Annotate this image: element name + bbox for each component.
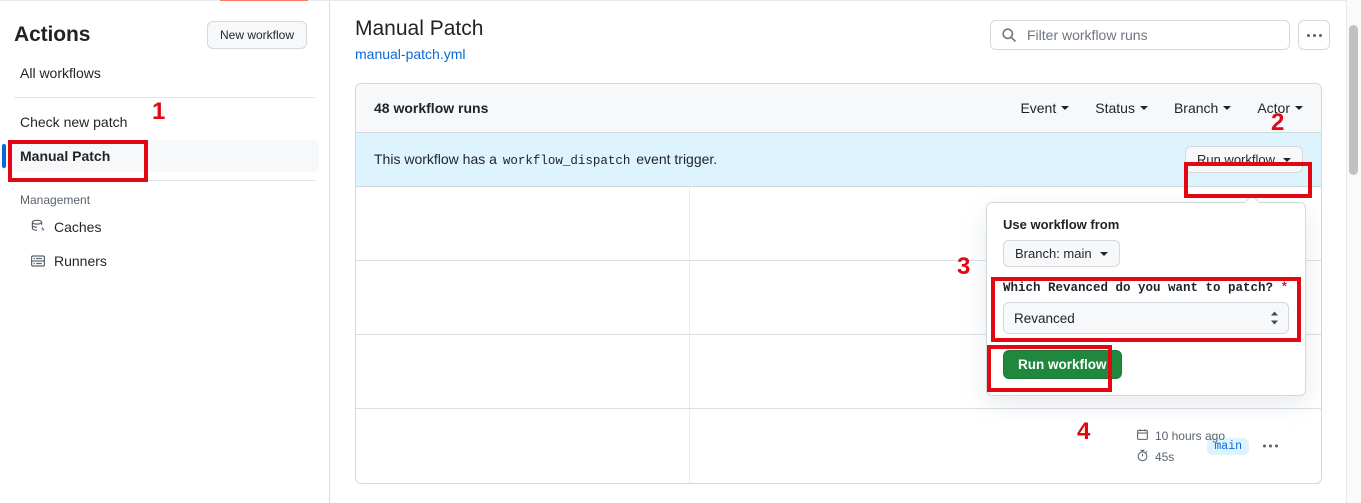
run-meta-cell: 10 hours ago xyxy=(1136,409,1225,483)
table-row[interactable]: main 10 hou xyxy=(356,409,1321,483)
sidebar-item-all-workflows[interactable]: All workflows xyxy=(10,57,319,89)
page-title: Manual Patch xyxy=(355,17,484,40)
revanced-select-wrap[interactable]: Revanced xyxy=(1003,302,1289,334)
workflow-input-group: Which Revanced do you want to patch? * R… xyxy=(1003,281,1289,334)
branch-select-button[interactable]: Branch: main xyxy=(1003,240,1120,267)
dispatch-banner-text: This workflow has a workflow_dispatch ev… xyxy=(374,151,717,168)
workflow-file-link[interactable]: manual-patch.yml xyxy=(355,46,466,62)
runs-filter-group: Event Status Branch Actor xyxy=(1020,100,1303,116)
revanced-select-value: Revanced xyxy=(1014,310,1075,326)
sidebar-header: Actions New workflow xyxy=(0,1,329,55)
filter-runs-search[interactable] xyxy=(990,20,1290,50)
chevron-down-icon xyxy=(1139,106,1148,110)
actions-sidebar: Actions New workflow All workflows Check… xyxy=(0,1,330,503)
run-title-cell xyxy=(356,261,690,334)
workflow-dispatch-banner: This workflow has a workflow_dispatch ev… xyxy=(356,133,1321,187)
runs-panel-header: 48 workflow runs Event Status Branch xyxy=(356,84,1321,133)
run-branch-cell: main xyxy=(690,437,1321,455)
sidebar-item-label: Caches xyxy=(54,219,102,235)
filter-label: Status xyxy=(1095,100,1135,116)
workflow-nav-list-files: Check new patch Manual Patch xyxy=(0,106,329,172)
workflow-input-label-text: Which Revanced do you want to patch? xyxy=(1003,281,1274,295)
sidebar-item-runners[interactable]: Runners xyxy=(10,245,319,277)
run-workflow-dropdown-button[interactable]: Run workflow xyxy=(1184,146,1303,173)
filter-label: Actor xyxy=(1257,100,1290,116)
calendar-icon xyxy=(1136,428,1149,444)
revanced-select[interactable]: Revanced xyxy=(1003,302,1289,334)
dispatch-text-before: This workflow has a xyxy=(374,151,497,167)
sidebar-section-management: Management xyxy=(20,193,91,207)
sidebar-item-manual-patch[interactable]: Manual Patch xyxy=(2,140,319,172)
filter-status[interactable]: Status xyxy=(1095,100,1148,116)
sidebar-item-label: Check new patch xyxy=(20,114,128,130)
filter-label: Branch xyxy=(1173,100,1219,116)
workflow-runs-count: 48 workflow runs xyxy=(374,100,489,116)
select-updown-icon xyxy=(1269,310,1280,326)
search-input[interactable] xyxy=(1025,26,1279,44)
chevron-down-icon xyxy=(1099,251,1108,256)
sidebar-item-caches[interactable]: Caches xyxy=(10,211,319,243)
chevron-down-icon xyxy=(1061,106,1070,110)
branch-select-label: Branch: main xyxy=(1015,246,1092,261)
chevron-down-icon xyxy=(1295,106,1303,110)
run-title-cell xyxy=(356,409,690,483)
run-workflow-dropdown-panel: Use workflow from Branch: main Which Rev… xyxy=(986,202,1306,396)
use-workflow-from-label: Use workflow from xyxy=(1003,217,1120,232)
sidebar-divider-1 xyxy=(14,97,315,98)
run-date-text: 10 hours ago xyxy=(1154,428,1225,443)
required-marker: * xyxy=(1280,281,1289,295)
runner-icon xyxy=(30,253,46,269)
dispatch-event-code: workflow_dispatch xyxy=(502,154,631,168)
run-title-cell xyxy=(356,335,690,408)
workflow-nav-list: All workflows xyxy=(0,57,329,89)
run-workflow-submit-button[interactable]: Run workflow xyxy=(1003,350,1122,379)
sidebar-item-check-new-patch[interactable]: Check new patch xyxy=(10,106,319,138)
stopwatch-icon xyxy=(1136,449,1149,465)
filter-label: Event xyxy=(1020,100,1057,116)
run-duration: 45s xyxy=(1136,449,1225,465)
branch-chip[interactable]: main xyxy=(1207,437,1249,455)
sidebar-item-label: All workflows xyxy=(20,65,101,81)
dispatch-text-after: event trigger. xyxy=(636,151,718,167)
chevron-down-icon xyxy=(1283,157,1291,162)
kebab-horizontal-icon xyxy=(1262,444,1266,448)
sidebar-divider-2 xyxy=(14,180,315,181)
top-hairline xyxy=(0,0,1361,1)
run-date: 10 hours ago xyxy=(1136,428,1225,444)
run-overflow-menu-button[interactable] xyxy=(1261,444,1279,448)
run-title-cell xyxy=(356,187,690,260)
page-scrollbar[interactable] xyxy=(1346,0,1361,503)
scrollbar-thumb[interactable] xyxy=(1349,25,1358,175)
cache-icon xyxy=(30,219,46,235)
filter-event[interactable]: Event xyxy=(1020,100,1070,116)
run-duration-text: 45s xyxy=(1154,449,1175,464)
sidebar-item-label: Manual Patch xyxy=(20,148,111,164)
sidebar-title: Actions xyxy=(14,23,91,46)
panel-caret xyxy=(1245,195,1259,203)
filter-branch[interactable]: Branch xyxy=(1173,100,1232,116)
kebab-horizontal-icon xyxy=(1306,33,1310,37)
chevron-down-icon xyxy=(1223,106,1232,110)
run-workflow-button-label: Run workflow xyxy=(1196,152,1275,167)
new-workflow-button[interactable]: New workflow xyxy=(206,21,307,49)
search-icon xyxy=(1001,27,1017,43)
search-box[interactable] xyxy=(990,20,1290,50)
main-content: Manual Patch manual-patch.yml 48 workflo… xyxy=(331,1,1346,503)
sidebar-item-label: Runners xyxy=(54,253,107,269)
panel-body: Use workflow from Branch: main Which Rev… xyxy=(987,203,1305,395)
management-nav-list: Caches Runners xyxy=(0,211,329,277)
filter-actor[interactable]: Actor xyxy=(1257,100,1303,116)
page-overflow-menu-button[interactable] xyxy=(1298,20,1330,50)
workflow-input-label: Which Revanced do you want to patch? * xyxy=(1003,281,1289,295)
